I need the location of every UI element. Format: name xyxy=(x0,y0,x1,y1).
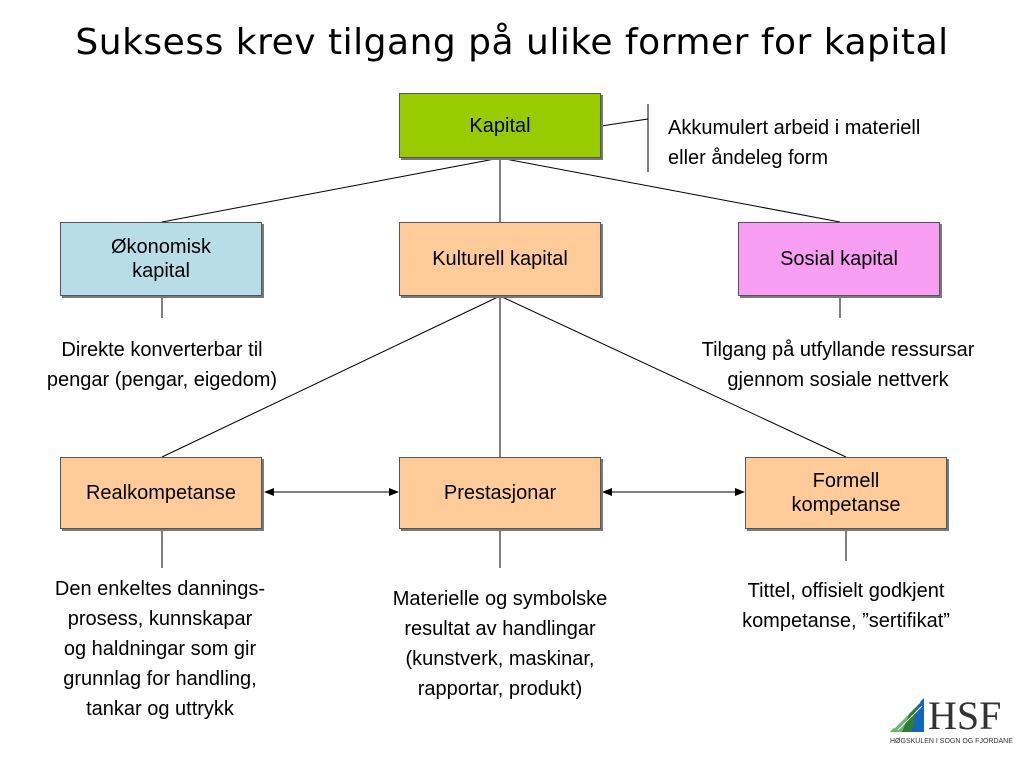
box-kulturell-label: Kulturell kapital xyxy=(432,248,568,270)
box-prestasjonar: Prestasjonar xyxy=(399,457,601,529)
note-formell: Tittel, offisielt godkjent kompetanse, ”… xyxy=(742,580,950,632)
hsf-leaf-icon xyxy=(890,698,924,732)
box-formell-kompetanse: Formell kompetanse xyxy=(745,457,947,529)
box-okonomisk-kapital: Økonomisk kapital xyxy=(60,222,262,296)
slide-title: Suksess krev tilgang på ulike former for… xyxy=(75,22,949,63)
note-okonomisk: Direkte konverterbar til pengar (pengar,… xyxy=(46,339,278,391)
box-okonomisk-label: Økonomisk kapital xyxy=(110,236,212,282)
box-realkompetanse: Realkompetanse xyxy=(60,457,262,529)
line-kulturell-realkompetanse xyxy=(161,295,501,458)
box-formell-label: Formell kompetanse xyxy=(791,470,901,516)
hsf-logo-text: HSF xyxy=(928,693,1002,738)
note-prestasjonar: Materielle og symbolske resultat av hand… xyxy=(392,588,608,700)
line-kapital-note xyxy=(600,118,649,127)
line-kapital-sosial xyxy=(499,157,841,223)
hsf-logo: HSF HØGSKULEN I SOGN OG FJORDANE xyxy=(888,693,1016,754)
box-sosial-kapital: Sosial kapital xyxy=(738,222,940,296)
box-kapital: Kapital xyxy=(399,93,601,158)
box-sosial-label: Sosial kapital xyxy=(780,248,898,270)
line-kulturell-formell xyxy=(499,295,847,458)
note-realkompetanse: Den enkeltes dannings- prosess, kunnskap… xyxy=(54,578,266,720)
box-prestasjonar-label: Prestasjonar xyxy=(443,482,557,504)
box-kulturell-kapital: Kulturell kapital xyxy=(399,222,601,296)
hsf-logo-subtitle: HØGSKULEN I SOGN OG FJORDANE xyxy=(890,738,1013,745)
note-sosial: Tilgang på utfyllande ressursar gjennom … xyxy=(701,339,975,391)
line-kapital-okonomisk xyxy=(161,157,501,223)
box-realkompetanse-label: Realkompetanse xyxy=(85,482,237,504)
note-kapital: Akkumulert arbeid i materiell eller ånde… xyxy=(668,117,921,169)
box-kapital-label: Kapital xyxy=(469,114,531,137)
